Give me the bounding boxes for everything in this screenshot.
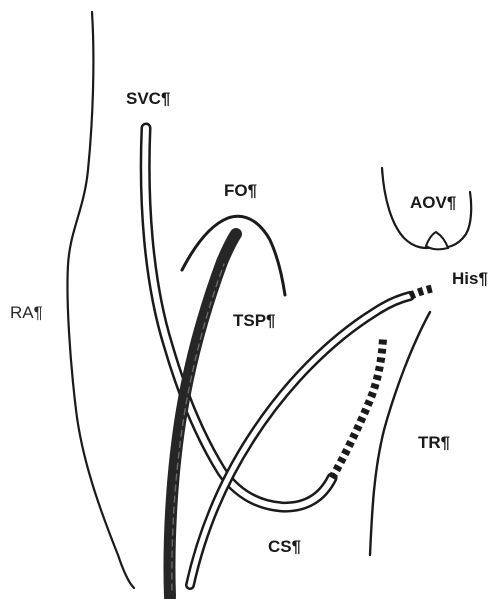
cs-electrode-array [332, 338, 383, 478]
label-tsp: TSP¶ [233, 312, 276, 329]
label-tr: TR¶ [418, 434, 450, 451]
label-fo: FO¶ [224, 182, 257, 199]
label-ra: RA¶ [10, 304, 43, 321]
label-aov: AOV¶ [410, 194, 456, 211]
right-atrium-wall [67, 12, 134, 588]
his-electrode-tip [410, 288, 434, 296]
aortic-valve-cusp [426, 232, 448, 249]
label-cs: CS¶ [268, 538, 301, 555]
label-his: His¶ [452, 270, 488, 287]
fossa-ovalis-arch [182, 216, 285, 295]
label-svc: SVC¶ [126, 90, 170, 107]
